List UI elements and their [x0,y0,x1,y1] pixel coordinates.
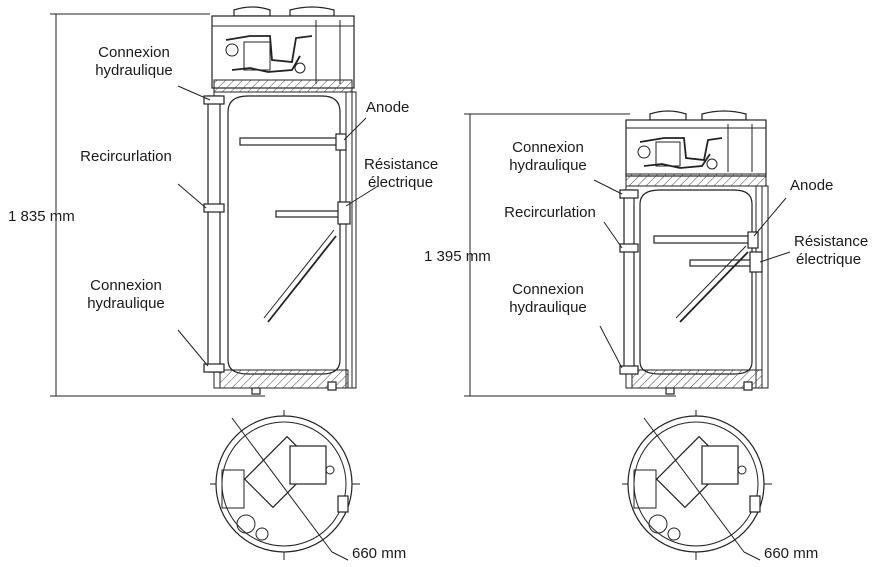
tall-leaders [177,85,379,367]
short-labels: Connexion hydraulique Recircurlation 1 3… [424,139,868,316]
short-unit-elevation [464,110,769,397]
short-diameter-label: 660 mm [764,545,818,562]
tall-resistance-label-1: Résistance [364,156,438,173]
tall-unit-plan-view: 660 mm [210,410,406,562]
short-foot-left [665,387,675,395]
tall-anode-head [335,133,347,151]
short-anode-head [747,231,759,249]
tall-bottom-connection-label-2: hydraulique [87,295,165,312]
tall-element-flange [337,201,351,225]
tall-recirculation-label: Recircurlation [80,148,172,165]
tall-recirculation-fitting [203,203,225,213]
short-top-connection-fitting [619,189,639,199]
tall-hydraulic-pipe [207,95,221,373]
short-diagonal-tube [679,251,749,323]
tall-insulation-top [213,79,353,93]
short-vent-collar-left [649,110,687,121]
tall-vent-collar-left [233,6,271,17]
short-refrigerant-piping [639,137,723,161]
tall-diameter-label: 660 mm [352,545,406,562]
tall-unit-elevation [50,6,357,397]
short-bottom-connection-label-1: Connexion [512,281,584,298]
tall-heating-element [275,210,345,218]
tall-top-connection-label-1: Connexion [98,44,170,61]
tall-resistance-label-2: électrique [368,174,433,191]
short-vent-collar-right [701,110,747,121]
tall-foot-right [327,381,337,391]
short-heating-element [689,259,757,267]
tall-vent-collar-right [289,6,335,17]
short-top-connection-label-1: Connexion [512,139,584,156]
tall-plan-diameter-line [231,417,333,553]
short-leaders [593,179,791,369]
tall-anode-label: Anode [366,99,409,116]
short-resistance-label-2: électrique [796,251,861,268]
tall-refrigerant-piping [225,35,313,63]
short-recirculation-fitting [619,243,639,253]
short-unit-plan-view: 660 mm [622,410,818,562]
tall-labels: Connexion hydraulique Recircurlation 1 8… [8,44,438,312]
tall-heat-pump-housing [211,15,355,89]
tall-height-label: 1 835 mm [8,208,75,225]
short-anode-label: Anode [790,177,833,194]
tall-anode-rod [239,137,345,146]
tall-plan-fan [289,445,327,485]
short-plan-diameter-line [643,417,745,553]
short-resistance-label-1: Résistance [794,233,868,250]
short-height-label: 1 395 mm [424,248,491,265]
tall-foot-left [251,387,261,395]
tall-diagonal-tube [267,235,337,323]
short-foot-right [743,381,753,391]
short-plan-fan [701,445,739,485]
short-element-flange [749,251,763,273]
short-hydraulic-pipe [623,189,635,373]
short-insulation-bottom [631,369,763,389]
tall-bottom-connection-fitting [203,363,225,373]
tall-top-connection-fitting [203,95,225,105]
short-tank [639,189,753,375]
short-anode-rod [653,235,757,244]
tall-bottom-connection-label-1: Connexion [90,277,162,294]
short-recirculation-label: Recircurlation [504,204,596,221]
short-bottom-connection-fitting [619,365,639,375]
short-top-connection-label-2: hydraulique [509,157,587,174]
short-insulation-top [625,173,767,187]
tall-top-connection-label-2: hydraulique [95,62,173,79]
tall-insulation-bottom [219,369,349,389]
short-bottom-connection-label-2: hydraulique [509,299,587,316]
